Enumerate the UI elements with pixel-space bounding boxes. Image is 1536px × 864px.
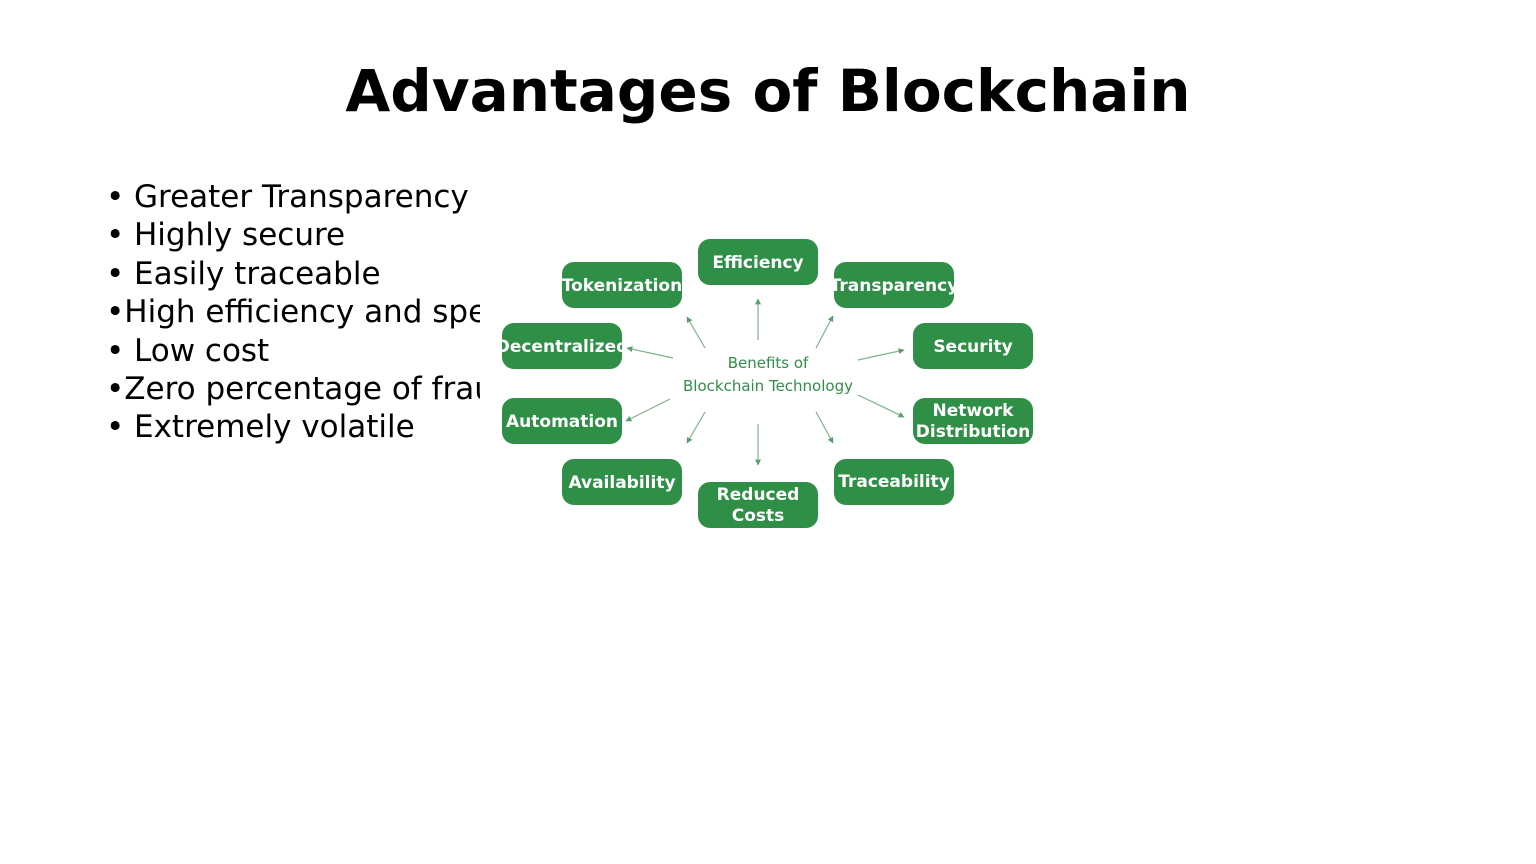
node-transparency: Transparency: [830, 262, 959, 308]
node-reduced-label-line1: Reduced: [717, 485, 800, 505]
bullet-text: Greater Transparency: [134, 179, 469, 215]
bullet-item: •Highly secure: [106, 216, 480, 254]
bullet-dot: •: [106, 217, 125, 254]
node-security-label: Security: [933, 337, 1012, 357]
slide-title: Advantages of Blockchain: [345, 57, 1191, 125]
arrow-automation: [625, 398, 671, 422]
bullet-dot: •: [106, 294, 125, 331]
node-security: Security: [913, 323, 1033, 369]
bullet-item: •High efficiency and speed: [106, 293, 480, 331]
bullet-item: •Greater Transparency: [106, 178, 480, 216]
node-decentralized: Decentralized: [496, 323, 629, 369]
bullet-dot: •: [106, 255, 125, 292]
node-traceability: Traceability: [834, 459, 954, 505]
node-network-label-line2: Distribution: [916, 422, 1030, 442]
benefits-diagram: Benefits of Blockchain Technology Effici…: [480, 225, 1055, 545]
bullet-list: •Greater Transparency •Highly secure •Ea…: [106, 178, 480, 447]
node-efficiency: Efficiency: [698, 239, 818, 285]
node-availability: Availability: [562, 459, 682, 505]
connector-arrows: [625, 298, 905, 466]
arrow-availability: [686, 411, 706, 444]
bullet-item: •Extremely volatile: [106, 408, 480, 446]
arrow-tokenization: [686, 316, 706, 349]
node-network-label-line1: Network: [933, 401, 1015, 421]
bullet-text: Low cost: [134, 332, 270, 369]
diagram-center-label-line2: Blockchain Technology: [683, 377, 853, 395]
node-automation: Automation: [502, 398, 622, 444]
bullet-text: Easily traceable: [134, 255, 381, 292]
node-tokenization: Tokenization: [562, 262, 682, 308]
bullet-item: •Zero percentage of fraud: [106, 370, 480, 408]
arrow-traceability: [815, 411, 834, 444]
node-automation-label: Automation: [506, 412, 618, 432]
bullet-text: Zero percentage of fraud: [124, 370, 480, 407]
bullet-item: •Low cost: [106, 332, 480, 370]
node-reduced-costs: Reduced Costs: [698, 482, 818, 528]
bullet-dot: •: [106, 179, 125, 215]
bullet-dot: •: [106, 409, 125, 446]
node-availability-label: Availability: [568, 473, 675, 493]
node-efficiency-label: Efficiency: [712, 253, 803, 273]
bullet-item: •Easily traceable: [106, 255, 480, 293]
node-network-distribution: Network Distribution: [913, 398, 1033, 444]
bullet-dot: •: [106, 370, 125, 407]
node-traceability-label: Traceability: [838, 472, 950, 492]
benefits-diagram-svg: Benefits of Blockchain Technology Effici…: [496, 239, 1033, 528]
diagram-center-label-line1: Benefits of: [728, 354, 809, 372]
arrow-decentralized: [626, 346, 674, 359]
bullet-dot: •: [106, 332, 125, 369]
node-decentralized-label: Decentralized: [496, 337, 629, 357]
bullet-text: High efficiency and speed: [124, 294, 480, 331]
arrow-transparency: [815, 315, 834, 349]
node-tokenization-label: Tokenization: [562, 276, 682, 296]
bullet-text: Highly secure: [134, 217, 346, 254]
arrow-network: [857, 394, 905, 418]
node-reduced-label-line2: Costs: [732, 506, 785, 526]
node-transparency-label: Transparency: [830, 276, 959, 296]
bullet-text: Extremely volatile: [134, 409, 415, 446]
arrow-security: [857, 348, 905, 361]
